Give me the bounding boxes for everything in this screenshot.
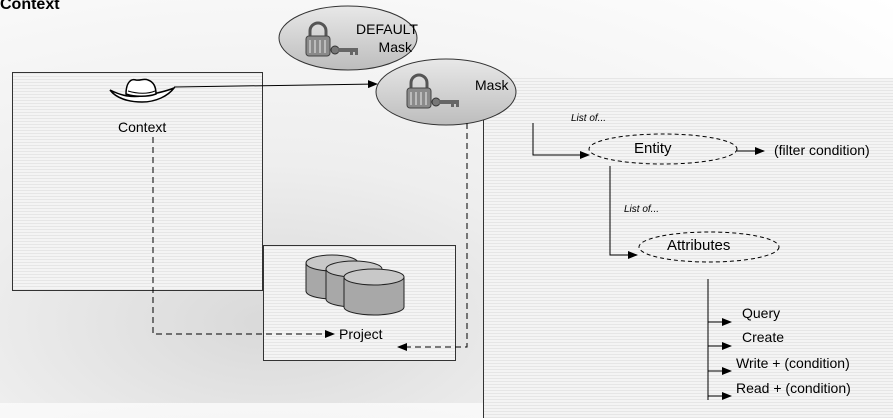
operation-query: Query (742, 305, 781, 321)
attributes-ellipse (638, 231, 780, 263)
mask-to-project-arrow (397, 123, 468, 351)
mask-label: Mask (475, 77, 509, 93)
default-mask-line2: Mask (378, 39, 412, 55)
list-of-entity-annotation: List of... (571, 113, 607, 124)
database-cylinders-icon (305, 254, 405, 316)
default-mask-label: DEFAULT Mask (356, 20, 418, 56)
diagram-title: Context (0, 0, 60, 13)
operation-write: Write + (condition) (736, 355, 850, 371)
context-to-project-arrow (152, 137, 335, 338)
operation-read: Read + (condition) (736, 380, 851, 396)
context-to-mask-arrow (173, 80, 378, 89)
mask-detail-panel (483, 78, 893, 418)
operation-create: Create (742, 329, 785, 345)
padlock-key-icon (305, 21, 358, 57)
context-label: Context (118, 119, 167, 135)
filter-condition-label: (filter condition) (774, 142, 870, 158)
attributes-label: Attributes (667, 237, 731, 254)
context-panel (12, 72, 263, 291)
entity-to-attributes-arrow (609, 166, 638, 259)
project-label: Project (339, 326, 383, 342)
entity-label: Entity (634, 140, 672, 157)
padlock-key-icon (406, 73, 459, 109)
list-of-attributes-annotation: List of... (624, 204, 660, 215)
entity-ellipse (588, 133, 738, 165)
diagram-canvas (109, 5, 780, 400)
default-mask-line1: DEFAULT (356, 21, 418, 37)
mask-to-entity-arrow (532, 123, 590, 159)
cowboy-hat-icon (109, 78, 177, 103)
